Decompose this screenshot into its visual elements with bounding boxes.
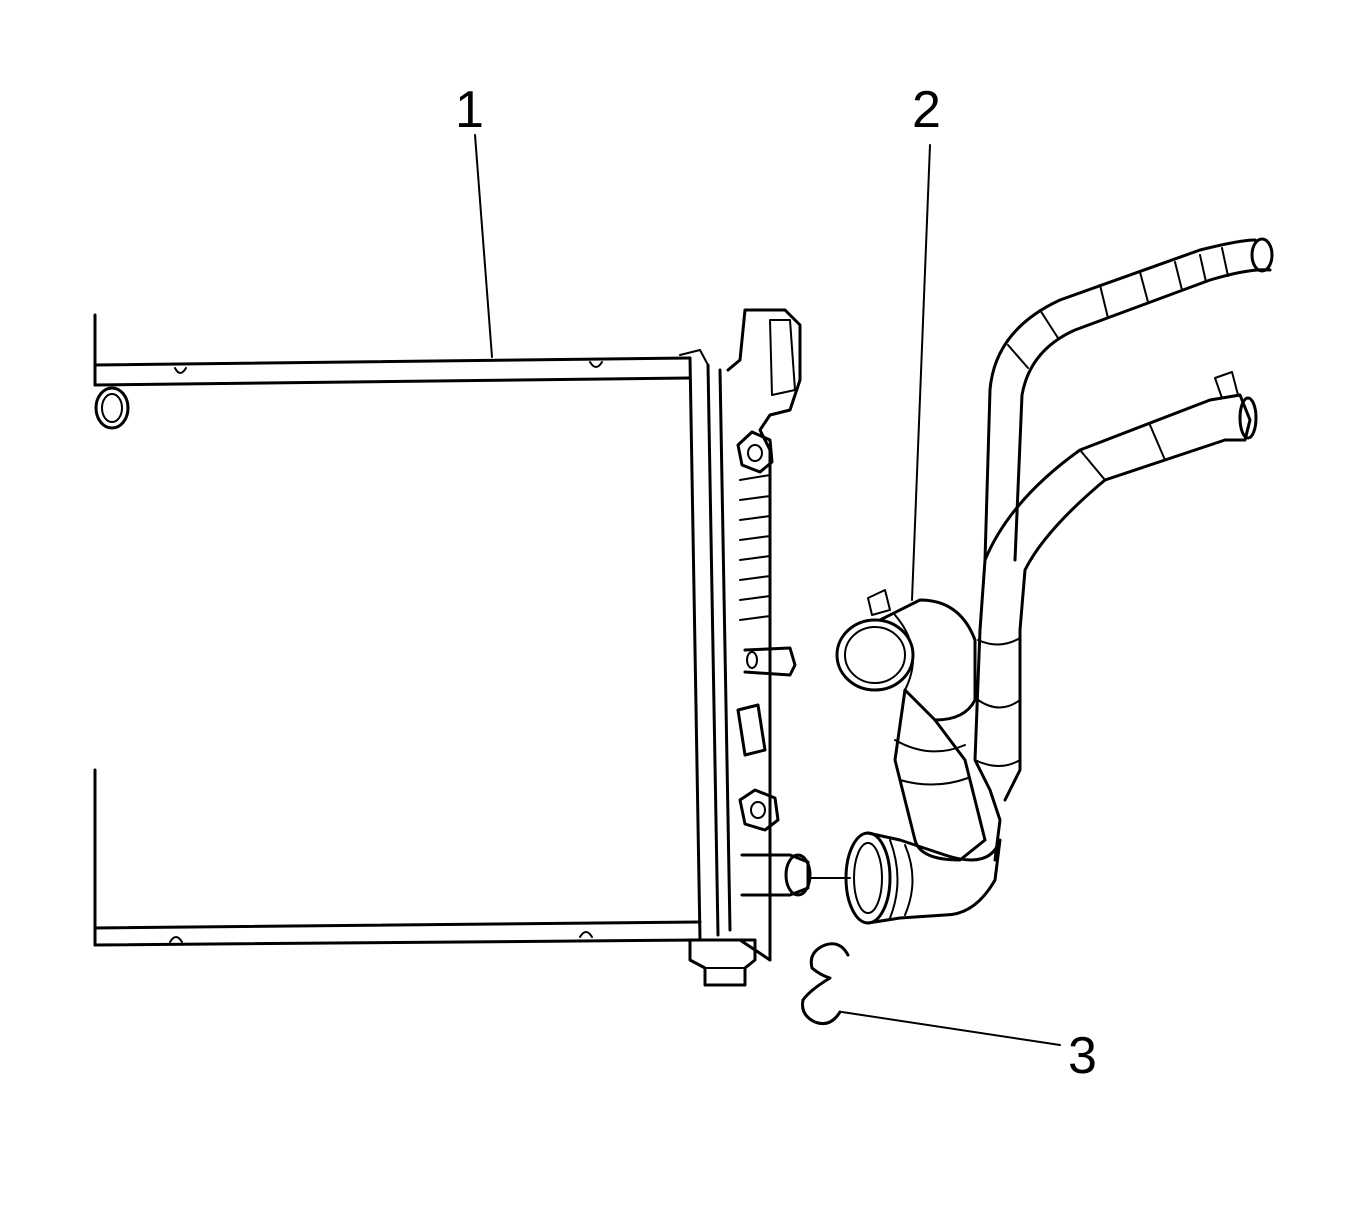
retaining-clip xyxy=(801,942,1061,1046)
callout-1: 1 xyxy=(455,81,484,139)
radiator xyxy=(93,134,812,987)
callout-2: 2 xyxy=(912,81,941,139)
radiator-hose xyxy=(809,144,1274,925)
callout-3: 3 xyxy=(1068,1027,1097,1085)
